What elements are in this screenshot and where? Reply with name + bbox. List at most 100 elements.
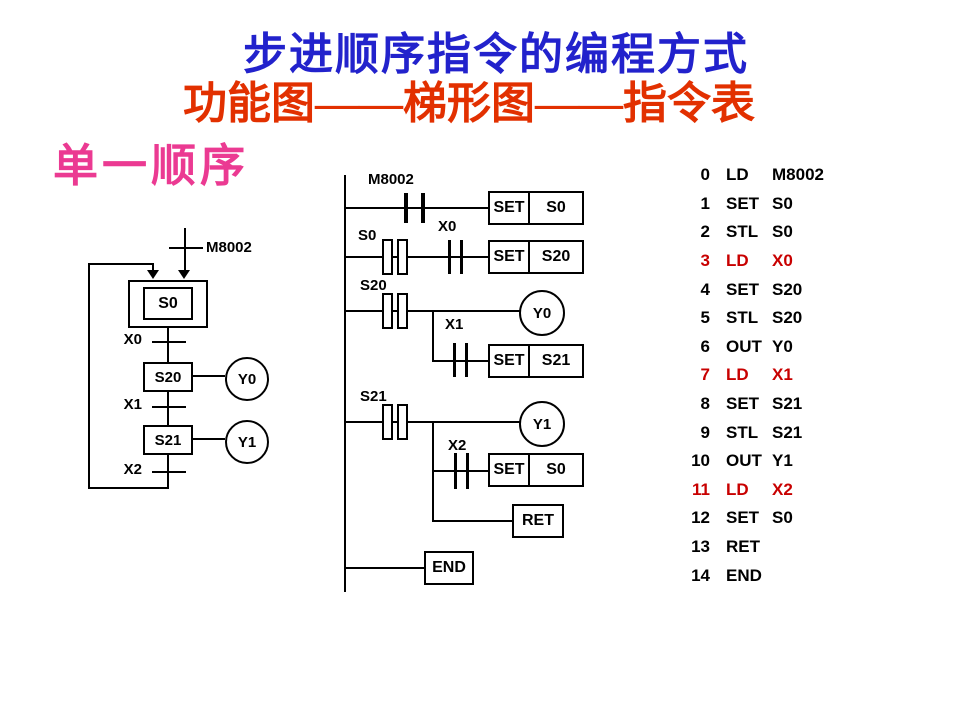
operand: S0 bbox=[772, 222, 793, 242]
operand: S0 bbox=[772, 508, 793, 528]
opcode: LD bbox=[726, 365, 749, 385]
ladder-line bbox=[344, 256, 489, 258]
end-box: END bbox=[424, 551, 474, 585]
stl-contact bbox=[397, 293, 408, 329]
opcode: SET bbox=[726, 279, 760, 299]
operand: S21 bbox=[772, 394, 803, 414]
set-label: SET bbox=[493, 352, 525, 369]
step-number: 5 bbox=[700, 308, 710, 328]
sfc-line bbox=[88, 487, 169, 489]
operand: X1 bbox=[772, 365, 793, 385]
ladder-stl-s21-label: S21 bbox=[360, 388, 387, 405]
sfc-feedback-line bbox=[88, 263, 90, 489]
sfc-step-s0: S0 bbox=[143, 287, 193, 320]
ladder-contact-m8002-label: M8002 bbox=[368, 171, 414, 188]
ladder-line bbox=[432, 470, 489, 472]
operand: X0 bbox=[772, 251, 793, 271]
sfc-transition-x1-label: X1 bbox=[123, 396, 142, 413]
sfc-line bbox=[191, 438, 225, 440]
ladder-line bbox=[432, 360, 489, 362]
ladder-contact-x1-label: X1 bbox=[445, 316, 464, 333]
opcode: END bbox=[726, 565, 762, 585]
opcode: SET bbox=[726, 508, 760, 528]
step-number: 13 bbox=[691, 537, 710, 557]
ladder-line bbox=[432, 520, 512, 522]
ladder-contact-x2-label: X2 bbox=[448, 437, 467, 454]
sfc-line bbox=[191, 375, 225, 377]
instruction-row: 4 SET S20 bbox=[686, 275, 886, 304]
sfc-output-y0: Y0 bbox=[225, 357, 269, 401]
set-s21-box: SET S21 bbox=[488, 344, 584, 378]
opcode: SET bbox=[726, 193, 760, 213]
sfc-initial-transition-label: M8002 bbox=[206, 239, 252, 256]
ladder-stl-s0-label: S0 bbox=[358, 227, 377, 244]
instruction-row-highlighted: 7 LD X1 bbox=[686, 361, 886, 390]
sfc-step-s20: S20 bbox=[143, 362, 193, 392]
step-number: 6 bbox=[700, 336, 710, 356]
set-target: S20 bbox=[528, 242, 582, 272]
contact-bar bbox=[404, 193, 408, 223]
opcode: LD bbox=[726, 479, 749, 499]
instruction-row: 12 SET S0 bbox=[686, 504, 886, 533]
step-number: 4 bbox=[700, 279, 710, 299]
page-subtitle: 功能图——梯形图——指令表 bbox=[183, 79, 755, 128]
set-target: S0 bbox=[528, 193, 582, 223]
opcode: RET bbox=[726, 537, 760, 557]
set-target: S0 bbox=[528, 455, 582, 485]
sfc-transition-tick bbox=[152, 341, 186, 343]
sfc-line bbox=[184, 228, 186, 272]
section-label: 单一顺序 bbox=[53, 141, 250, 191]
step-number: 11 bbox=[692, 479, 710, 499]
opcode: OUT bbox=[726, 451, 762, 471]
step-number: 2 bbox=[700, 222, 710, 242]
sfc-line bbox=[152, 263, 154, 271]
opcode: STL bbox=[726, 222, 759, 242]
operand: S21 bbox=[772, 422, 803, 442]
stl-contact bbox=[382, 404, 393, 440]
ladder-contact-x0-label: X0 bbox=[438, 218, 457, 235]
operand: Y1 bbox=[772, 451, 793, 471]
set-s0-box-2: SET S0 bbox=[488, 453, 584, 487]
sfc-line bbox=[88, 263, 154, 265]
ladder-stl-s20-label: S20 bbox=[360, 277, 387, 294]
opcode: SET bbox=[726, 394, 760, 414]
arrow-down-icon bbox=[178, 270, 190, 279]
set-s20-box: SET S20 bbox=[488, 240, 584, 274]
stl-contact bbox=[397, 239, 408, 275]
instruction-row: 10 OUT Y1 bbox=[686, 447, 886, 476]
instruction-row: 13 RET bbox=[686, 533, 886, 562]
instruction-row: 9 STL S21 bbox=[686, 418, 886, 447]
ladder-power-rail bbox=[344, 175, 346, 592]
sfc-transition-tick bbox=[169, 247, 203, 249]
ret-box: RET bbox=[512, 504, 564, 538]
contact-bar bbox=[465, 343, 468, 377]
contact-bar bbox=[466, 453, 469, 489]
step-number: 9 bbox=[700, 422, 710, 442]
step-number: 12 bbox=[691, 508, 710, 528]
opcode: STL bbox=[726, 308, 759, 328]
operand: X2 bbox=[772, 479, 793, 499]
opcode: STL bbox=[726, 422, 759, 442]
ladder-line bbox=[344, 567, 425, 569]
contact-bar bbox=[453, 343, 456, 377]
set-s0-box: SET S0 bbox=[488, 191, 584, 225]
stl-contact bbox=[397, 404, 408, 440]
step-number: 7 bbox=[700, 365, 710, 385]
sfc-transition-tick bbox=[152, 406, 186, 408]
contact-bar bbox=[454, 453, 457, 489]
ladder-line bbox=[344, 207, 489, 209]
operand: S20 bbox=[772, 279, 803, 299]
step-number: 10 bbox=[691, 451, 710, 471]
stl-contact bbox=[382, 239, 393, 275]
page-title: 步进顺序指令的编程方式 bbox=[243, 30, 749, 79]
sfc-line bbox=[167, 328, 169, 362]
set-label: SET bbox=[493, 461, 525, 478]
arrow-down-icon bbox=[147, 270, 159, 279]
step-number: 0 bbox=[700, 165, 710, 185]
